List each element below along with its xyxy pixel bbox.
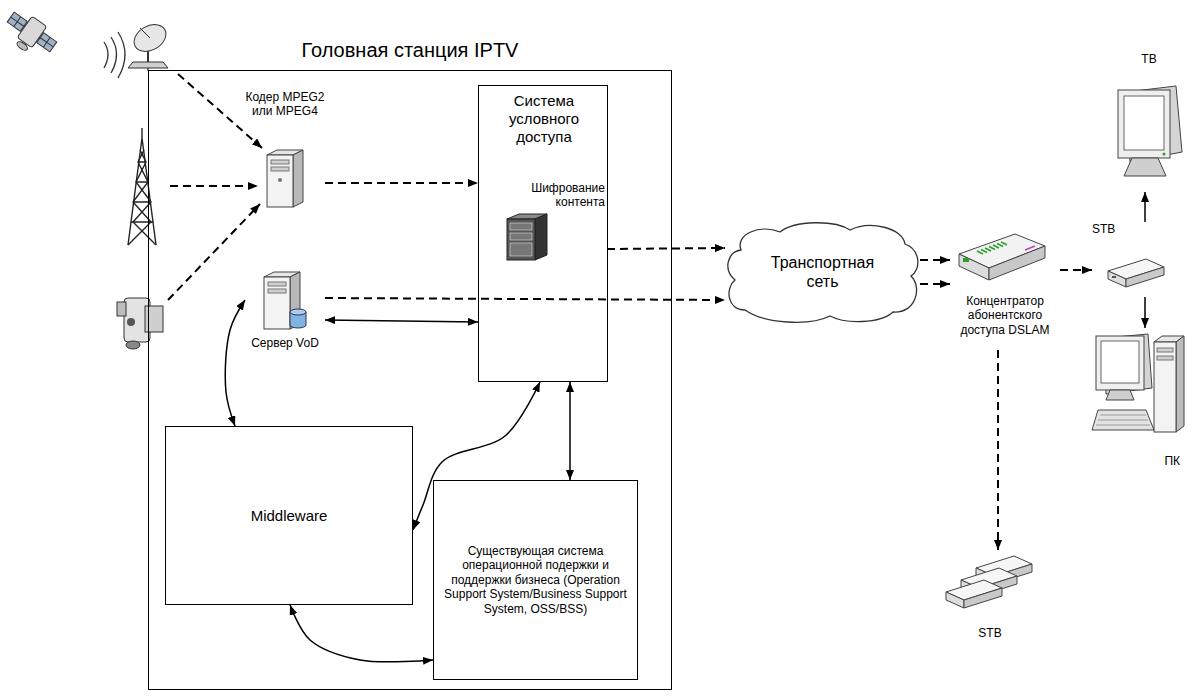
headend-box: Головная станция IPTV Кодер MPEG2 или MPE… bbox=[148, 36, 672, 690]
control-link bbox=[225, 300, 245, 426]
control-link bbox=[569, 382, 571, 480]
node-label: Кодер MPEG2 или MPEG4 bbox=[245, 90, 325, 119]
cloud-icon bbox=[725, 222, 920, 322]
control-link bbox=[1144, 192, 1146, 222]
control-link bbox=[290, 605, 433, 662]
dslam-icon bbox=[955, 224, 1047, 288]
node-label: ТВ bbox=[1110, 52, 1188, 66]
server-icon bbox=[265, 150, 305, 208]
satellite-dish bbox=[128, 19, 171, 71]
middleware-box: Middleware bbox=[165, 426, 413, 605]
video-camera bbox=[117, 298, 163, 349]
stream-arrow bbox=[997, 350, 999, 550]
stream-arrow bbox=[325, 298, 725, 300]
signal-waves bbox=[104, 32, 125, 78]
control-link bbox=[325, 320, 478, 322]
node-label: STB bbox=[940, 626, 1040, 640]
vod-icon bbox=[262, 272, 308, 330]
satellite-icon bbox=[0, 6, 61, 63]
dslam: Концентратор абонентского доступа DSLAM bbox=[950, 222, 1060, 350]
stb-icon bbox=[1106, 255, 1166, 295]
node-label: Концентратор абонентского доступа DSLAM bbox=[950, 294, 1060, 337]
node-label: Сервер VoD bbox=[245, 336, 325, 350]
stream-arrow bbox=[607, 248, 725, 249]
rack-icon bbox=[505, 213, 549, 261]
node-label: STB bbox=[1092, 222, 1132, 236]
feed-arrows bbox=[168, 74, 262, 300]
transport-cloud: Транспортная сеть bbox=[725, 222, 920, 322]
encryption-server: Шифрование контента bbox=[501, 181, 607, 263]
conditional-access-box: Система условного доступаШифрование конт… bbox=[478, 85, 608, 382]
tv-set: ТВ bbox=[1110, 52, 1188, 192]
tv-icon bbox=[1114, 80, 1184, 190]
stream-arrow bbox=[1060, 269, 1092, 271]
node-label: Система условного доступа bbox=[485, 92, 603, 146]
oss-bss-box: Существующая система операционной подерж… bbox=[433, 480, 638, 680]
set-top-box: STB bbox=[1092, 222, 1172, 297]
stream-arrow bbox=[920, 283, 950, 285]
set-top-boxes: STB bbox=[940, 550, 1040, 650]
pc-icon bbox=[1090, 330, 1188, 445]
node-label: ПК bbox=[1088, 454, 1180, 468]
node-label: Транспортная сеть bbox=[725, 253, 920, 291]
node-label: Шифрование контента bbox=[501, 181, 605, 210]
station-title: Головная станция IPTV bbox=[148, 38, 672, 62]
node-label: Существующая система операционной подерж… bbox=[434, 544, 637, 616]
encoder-server: Кодер MPEG2 или MPEG4 bbox=[245, 90, 325, 210]
node-label: Middleware bbox=[166, 507, 412, 525]
vod-server: Сервер VoD bbox=[245, 270, 325, 362]
stb3-icon bbox=[944, 552, 1036, 614]
control-link bbox=[1144, 297, 1146, 328]
stream-arrow bbox=[920, 259, 950, 261]
stream-arrow bbox=[325, 182, 478, 184]
radio-tower bbox=[128, 128, 156, 245]
personal-computer: ПК bbox=[1088, 328, 1190, 478]
